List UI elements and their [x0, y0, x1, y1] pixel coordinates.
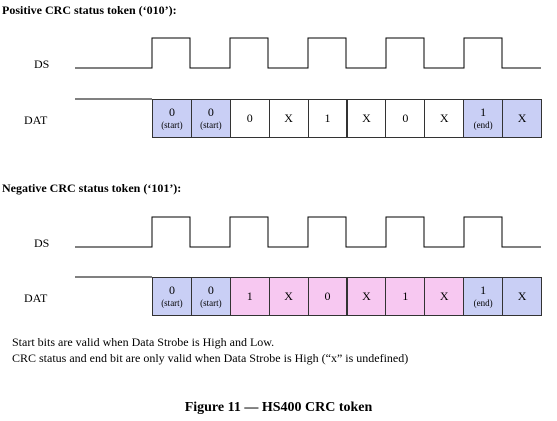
dat-label-negative: DAT [24, 291, 48, 305]
dat-bit-value: 1 [324, 111, 331, 125]
dat-bit-value: X [439, 289, 449, 303]
dat-bit-cell: X [502, 277, 542, 316]
dat-bit-cell: 0(start) [152, 99, 192, 138]
positive-token-heading: Positive CRC status token (‘010’): [2, 3, 177, 17]
note-start-bits: Start bits are valid when Data Strobe is… [12, 335, 275, 349]
dat-bit-value: 0 [324, 289, 331, 303]
dat-bit-cell: 1 [385, 277, 426, 316]
dat-bit-cell: 0(start) [190, 277, 231, 316]
dat-bit-value: X [284, 289, 293, 303]
dat-bit-cell: 0 [229, 99, 270, 138]
dat-bit-cell: 0(start) [152, 277, 192, 316]
dat-bit-cell: 1 [229, 277, 270, 316]
ds-waveform-positive [75, 37, 541, 69]
dat-bit-cell: 1 [307, 99, 348, 138]
dat-bit-value: 0 [207, 105, 214, 120]
dat-bit-value: X [439, 111, 449, 125]
note-crc-status: CRC status and end bit are only valid wh… [12, 351, 409, 365]
dat-bit-annotation: (end) [473, 120, 493, 131]
figure-caption: Figure 11 — HS400 CRC token [184, 400, 373, 415]
dat-bit-value: 0 [168, 283, 175, 298]
dat-bit-value: 0 [168, 105, 175, 120]
dat-bit-value: X [284, 111, 293, 125]
dat-bit-cell: 0 [307, 277, 348, 316]
dat-bit-cell: 1(end) [463, 99, 504, 138]
dat-bit-value: X [517, 289, 527, 303]
dat-bit-value: 1 [480, 283, 487, 298]
dat-bit-annotation: (start) [200, 298, 222, 309]
dat-label-positive: DAT [24, 113, 48, 127]
ds-label-negative: DS [34, 236, 50, 250]
dat-bit-value: 0 [246, 111, 253, 125]
dat-bit-annotation: (start) [161, 120, 183, 131]
dat-bit-annotation: (start) [161, 298, 183, 309]
ds-waveform-negative [75, 216, 541, 248]
dat-bit-cell: X [346, 277, 387, 316]
dat-bit-value: 0 [207, 283, 214, 298]
dat-bit-cell: 0 [385, 99, 426, 138]
dat-bit-cell: 1(end) [463, 277, 504, 316]
dat-bit-cell: 0(start) [190, 99, 231, 138]
dat-bit-annotation: (start) [200, 120, 222, 131]
dat-bit-value: X [362, 111, 371, 125]
dat-bit-cell: X [268, 277, 309, 316]
dat-bit-cell: X [502, 99, 542, 138]
negative-token-heading: Negative CRC status token (‘101’): [2, 181, 182, 195]
dat-bit-annotation: (end) [473, 298, 493, 309]
dat-bit-value: X [517, 111, 527, 125]
dat-bit-cell: X [268, 99, 309, 138]
dat-bit-value: 1 [402, 289, 409, 303]
dat-bit-value: X [362, 289, 371, 303]
dat-bit-value: 1 [246, 289, 253, 303]
dat-bit-cell: X [346, 99, 387, 138]
ds-label-positive: DS [34, 57, 50, 71]
dat-bit-cell: X [424, 277, 465, 316]
dat-bit-value: 1 [480, 105, 487, 120]
dat-bit-value: 0 [402, 111, 409, 125]
dat-bit-cell: X [424, 99, 465, 138]
